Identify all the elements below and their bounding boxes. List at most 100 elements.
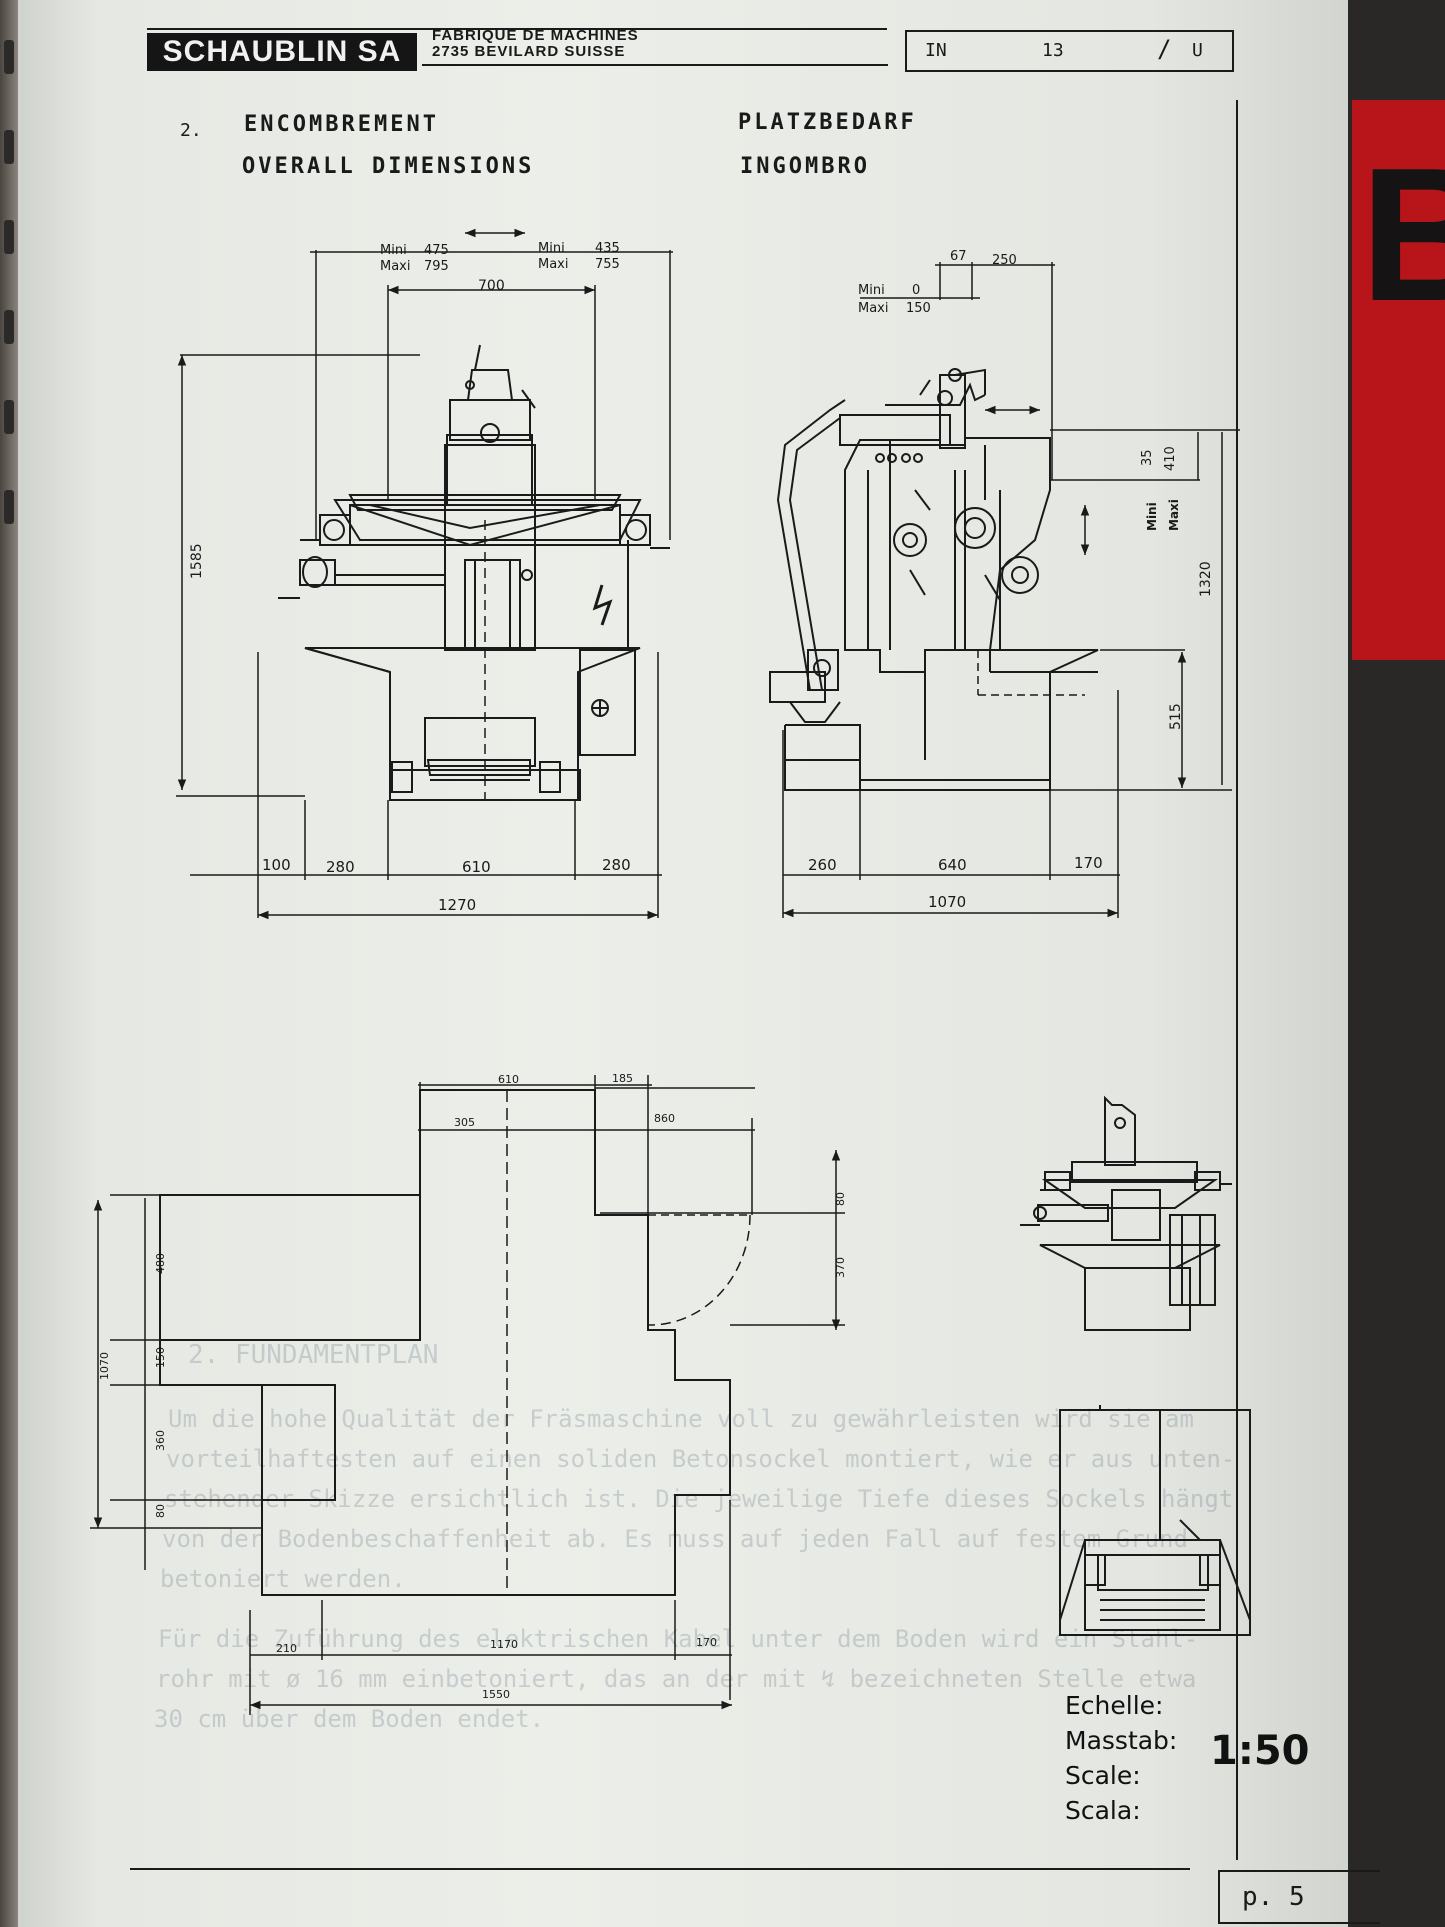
factory-address: FABRIQUE DE MACHINES 2735 BEVILARD SUISS…	[432, 28, 639, 60]
dim-value: 260	[808, 856, 837, 874]
dim-label: Mini	[858, 283, 885, 298]
dim-value: 170	[1074, 854, 1103, 872]
scale-label: Echelle:	[1065, 1691, 1164, 1720]
section-number: 2.	[180, 120, 202, 141]
dim-value: 1270	[438, 896, 476, 914]
dim-value: 170	[696, 1636, 717, 1649]
scale-label: Masstab:	[1065, 1726, 1178, 1755]
dim-value: 1170	[490, 1638, 518, 1651]
dim-value: 80	[154, 1504, 167, 1518]
dim-value: 250	[992, 253, 1017, 268]
dim-label: Maxi	[1167, 499, 1181, 531]
front-view-machine	[278, 344, 670, 801]
dim-value: 700	[478, 278, 505, 294]
dim-value: 185	[612, 1072, 633, 1085]
scale-label: Scala:	[1065, 1796, 1141, 1825]
dim-value: 1585	[189, 543, 205, 579]
heading-de: PLATZBEDARF	[738, 110, 917, 135]
page-number: p. 5	[1242, 1882, 1305, 1912]
dim-value: 860	[654, 1112, 675, 1125]
foundation-plan	[159, 1089, 751, 1596]
dim-value: 80	[834, 1192, 847, 1206]
small-elevation-sketch	[1020, 1095, 1232, 1331]
foundation-plan-labels: 610 185 305 860 80 370 480 150 360 80 10…	[98, 1072, 847, 1701]
dim-label: Mini	[538, 241, 565, 256]
binding-ring	[4, 220, 14, 254]
header-rule	[147, 28, 887, 30]
dim-value: 280	[326, 858, 355, 876]
dim-value: 150	[154, 1347, 167, 1368]
brand-logo: SCHAUBLIN SA	[147, 33, 417, 71]
bleed-through-line: Um die hohe Qualität der Fräsmaschine vo…	[168, 1405, 1194, 1433]
dim-value: 480	[154, 1253, 167, 1274]
dim-value: 0	[912, 283, 920, 298]
dim-value: 210	[276, 1642, 297, 1655]
side-view-machine	[769, 368, 1099, 791]
dim-label: Mini	[380, 243, 407, 258]
scale-labels: Echelle: Masstab: Scale: Scala:	[1065, 1688, 1177, 1828]
dim-value: 435	[595, 241, 620, 256]
header-rule	[422, 64, 888, 66]
bleed-through-heading: 2. FUNDAMENTPLAN	[188, 1340, 439, 1370]
dim-value: 410	[1163, 446, 1178, 471]
small-plan-sketch	[1059, 1405, 1251, 1636]
dim-value: 1320	[1198, 561, 1214, 597]
bleed-through-line: betoniert werden.	[160, 1565, 406, 1593]
dim-value: 280	[602, 856, 631, 874]
dim-value: 100	[262, 856, 291, 874]
side-view-labels: 67 250 Mini 0 Maxi 150 35 410 Mini Maxi …	[808, 249, 1214, 911]
dim-value: 610	[498, 1073, 519, 1086]
dim-label: Maxi	[858, 301, 889, 316]
binding-ring	[4, 40, 14, 74]
heading-en: OVERALL DIMENSIONS	[242, 154, 535, 179]
dim-value: 35	[1140, 449, 1155, 466]
doc-number: 13	[1042, 40, 1064, 61]
dim-value: 610	[462, 858, 491, 876]
bleed-through-line: stehender Skizze ersichtlich ist. Die je…	[164, 1485, 1234, 1513]
dim-value: 67	[950, 249, 967, 264]
binding-ring	[4, 310, 14, 344]
dim-value: 1070	[98, 1352, 111, 1380]
side-view-dimensions	[782, 262, 1240, 918]
dim-value: 475	[424, 243, 449, 258]
scale-label: Scale:	[1065, 1761, 1141, 1790]
page-number-box: p. 5	[1218, 1870, 1380, 1924]
doc-separator: /	[1157, 35, 1172, 63]
bleed-through-line: vorteilhaftesten auf einen soliden Beton…	[166, 1445, 1236, 1473]
binding-ring	[4, 490, 14, 524]
binding-ring	[4, 400, 14, 434]
dim-value: 795	[424, 259, 449, 274]
dim-value: 640	[938, 856, 967, 874]
frame-rule	[1236, 100, 1238, 1860]
dim-value: 1550	[482, 1688, 510, 1701]
background-red-binder: B	[1352, 100, 1445, 660]
factory-line: 2735 BEVILARD SUISSE	[432, 43, 626, 60]
dim-label: Mini	[1145, 502, 1159, 531]
dim-value: 305	[454, 1116, 475, 1129]
document-reference-box: IN 13 / U	[905, 30, 1234, 72]
dim-value: 370	[834, 1257, 847, 1278]
foundation-plan-dimensions	[90, 1075, 845, 1715]
dim-value: 360	[154, 1430, 167, 1451]
heading-fr: ENCOMBREMENT	[244, 112, 439, 137]
dim-value: 1070	[928, 893, 966, 911]
dim-value: 515	[1168, 703, 1184, 730]
bleed-through-line: rohr mit ø 16 mm einbetoniert, das an de…	[156, 1665, 1197, 1693]
binding-ring	[4, 130, 14, 164]
document-page: 2. FUNDAMENTPLAN Um die hohe Qualität de…	[18, 0, 1348, 1927]
dim-value: 755	[595, 257, 620, 272]
scale-value: 1:50	[1210, 1728, 1310, 1774]
dim-label: Maxi	[380, 259, 411, 274]
bleed-through-line: 30 cm über dem Boden endet.	[154, 1705, 545, 1733]
bleed-through-line: Für die Zuführung des elektrischen Kabel…	[158, 1625, 1199, 1653]
doc-lang: U	[1192, 40, 1203, 61]
factory-line: FABRIQUE DE MACHINES	[432, 27, 639, 44]
spiral-binding	[0, 0, 18, 1927]
front-view-labels: Mini 475 Maxi 795 Mini 435 Maxi 755 700 …	[189, 241, 631, 914]
dim-value: 150	[906, 301, 931, 316]
heading-it: INGOMBRO	[740, 154, 870, 179]
frame-rule	[130, 1868, 1190, 1870]
front-view-dimensions	[176, 228, 673, 920]
doc-code: IN	[925, 40, 947, 61]
